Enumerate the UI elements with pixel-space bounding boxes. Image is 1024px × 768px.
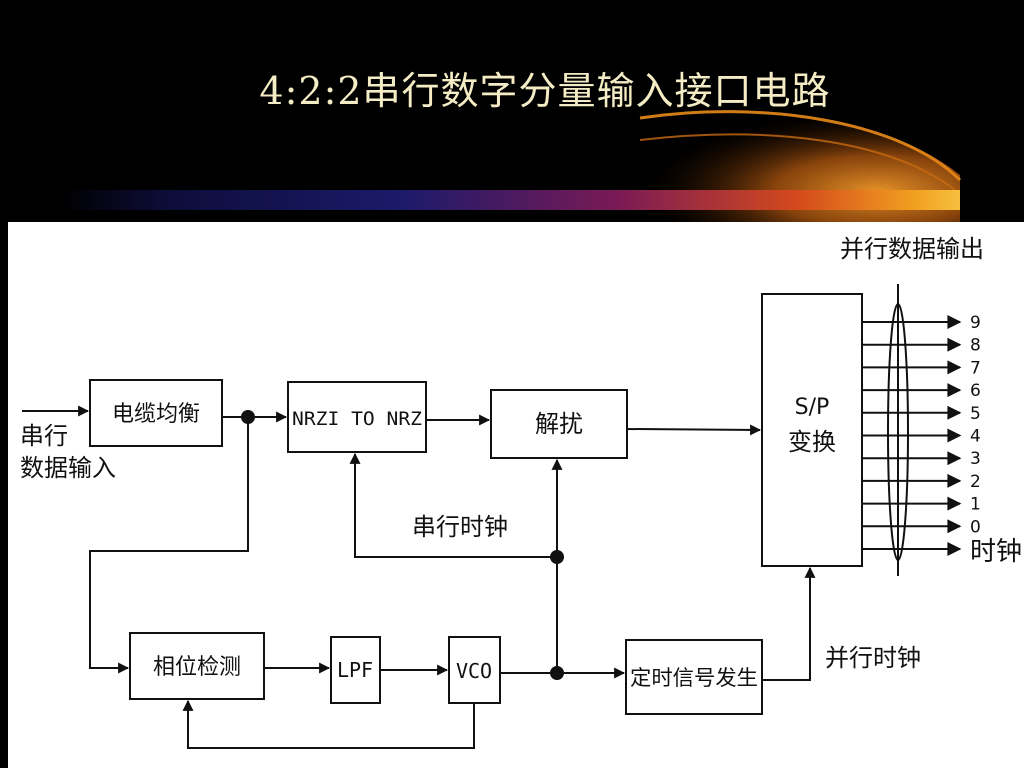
descrambler-to-sp-arrow [626, 424, 762, 436]
eq-output-junction [241, 410, 255, 424]
bit-label: 0 [970, 517, 981, 537]
sp-converter-block [761, 293, 863, 567]
bit-label: 3 [970, 449, 981, 469]
bit-label: 1 [970, 495, 981, 515]
vco-feedback-wire [182, 699, 475, 749]
serial-clock-label: 串行时钟 [412, 513, 508, 541]
serial-clock-junction [550, 550, 564, 564]
serial-clock-to-nrzi-wire [349, 452, 557, 558]
eq-to-phase-detector-wire [89, 417, 249, 674]
bit-label: 2 [970, 472, 981, 492]
parallel-clock-label: 并行时钟 [825, 644, 921, 672]
slide-title: 4:2:2串行数字分量输入接口电路 [259, 69, 831, 113]
phase-detector-block [129, 632, 265, 700]
sp-label-line2: 变换 [788, 428, 836, 456]
bus-bundle-ellipse [887, 303, 909, 561]
diagram-panel [8, 222, 1024, 768]
cable-equalizer-label: 电缆均衡 [112, 402, 200, 427]
timing-generator-block [625, 639, 763, 715]
clock-output-label: 时钟 [970, 537, 1022, 567]
parallel-clock-wire [762, 566, 816, 681]
bit-label: 6 [970, 381, 981, 401]
bit-label: 5 [970, 404, 981, 424]
vco-output-junction [550, 666, 564, 680]
descrambler-block [490, 389, 628, 459]
bit-label: 9 [970, 313, 981, 333]
nrzi-to-nrz-block [287, 381, 427, 453]
lpf-label: LPF [337, 658, 373, 682]
parallel-output-label: 并行数据输出 [840, 235, 984, 263]
descrambler-label: 解扰 [535, 410, 583, 438]
serial-input-label-line1: 串行 [20, 422, 68, 450]
cable-equalizer-block [89, 379, 223, 447]
vco-label: VCO [456, 659, 492, 683]
phase-detector-label: 相位检测 [153, 655, 241, 680]
timing-generator-label: 定时信号发生 [630, 666, 758, 690]
header-swoosh [60, 110, 962, 225]
serial-input-label-line2: 数据输入 [20, 454, 116, 482]
nrzi-to-nrz-label: NRZI TO NRZ [292, 408, 422, 430]
bit-label: 7 [970, 358, 981, 378]
sp-label-line1: S/P [795, 395, 830, 420]
bit-label: 4 [970, 427, 981, 447]
bit-label: 8 [970, 336, 981, 356]
